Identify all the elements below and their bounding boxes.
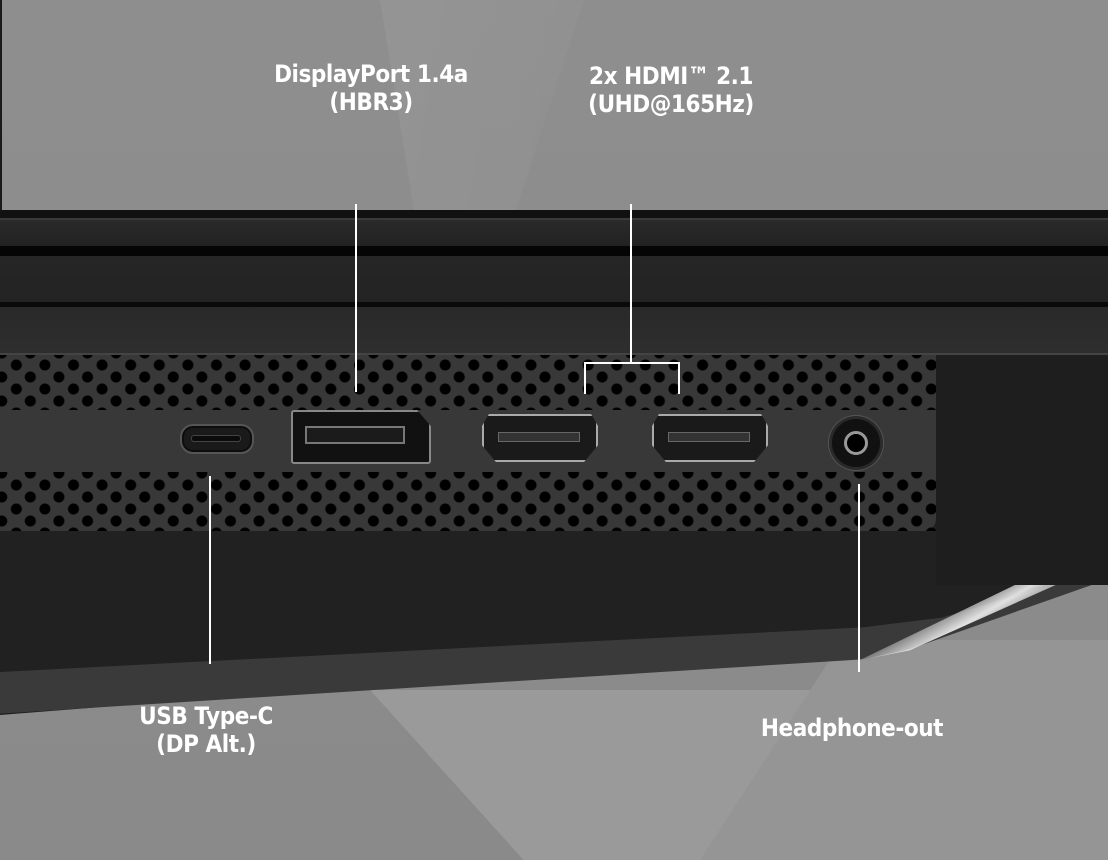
callout-line-displayport — [355, 204, 357, 392]
displayport-icon — [291, 410, 431, 464]
label-displayport: DisplayPort 1.4a (HBR3) — [259, 60, 484, 116]
io-panel — [0, 355, 936, 531]
label-line: (UHD@165Hz) — [588, 90, 754, 118]
callout-line-usbc — [209, 476, 211, 664]
usb-c-icon — [180, 424, 254, 454]
callout-line-hdmi — [630, 204, 632, 362]
housing-band — [0, 307, 1108, 355]
label-hdmi: 2x HDMI™ 2.1 (UHD@165Hz) — [568, 62, 775, 118]
housing-band — [0, 256, 1108, 302]
bezel-top — [0, 210, 1108, 220]
housing-band — [0, 220, 1108, 246]
hdmi-icon — [652, 414, 768, 462]
hdmi-icon — [482, 414, 598, 462]
port-strip — [0, 410, 936, 472]
label-headphone: Headphone-out — [753, 714, 951, 742]
callout-line-headphone — [858, 484, 860, 672]
label-line: DisplayPort 1.4a — [274, 60, 468, 88]
side-block — [936, 355, 1108, 585]
headphone-jack-icon — [829, 416, 883, 470]
callout-bracket-hdmi — [584, 362, 680, 394]
label-line: Headphone-out — [760, 714, 944, 742]
label-line: 2x HDMI™ 2.1 — [588, 62, 753, 90]
label-line: (HBR3) — [329, 88, 413, 116]
label-usbc: USB Type-C (DP Alt.) — [116, 702, 296, 758]
label-line: USB Type-C — [139, 702, 273, 730]
housing-groove — [0, 246, 1108, 256]
label-line: (DP Alt.) — [156, 730, 256, 758]
housing-groove — [0, 302, 1108, 307]
